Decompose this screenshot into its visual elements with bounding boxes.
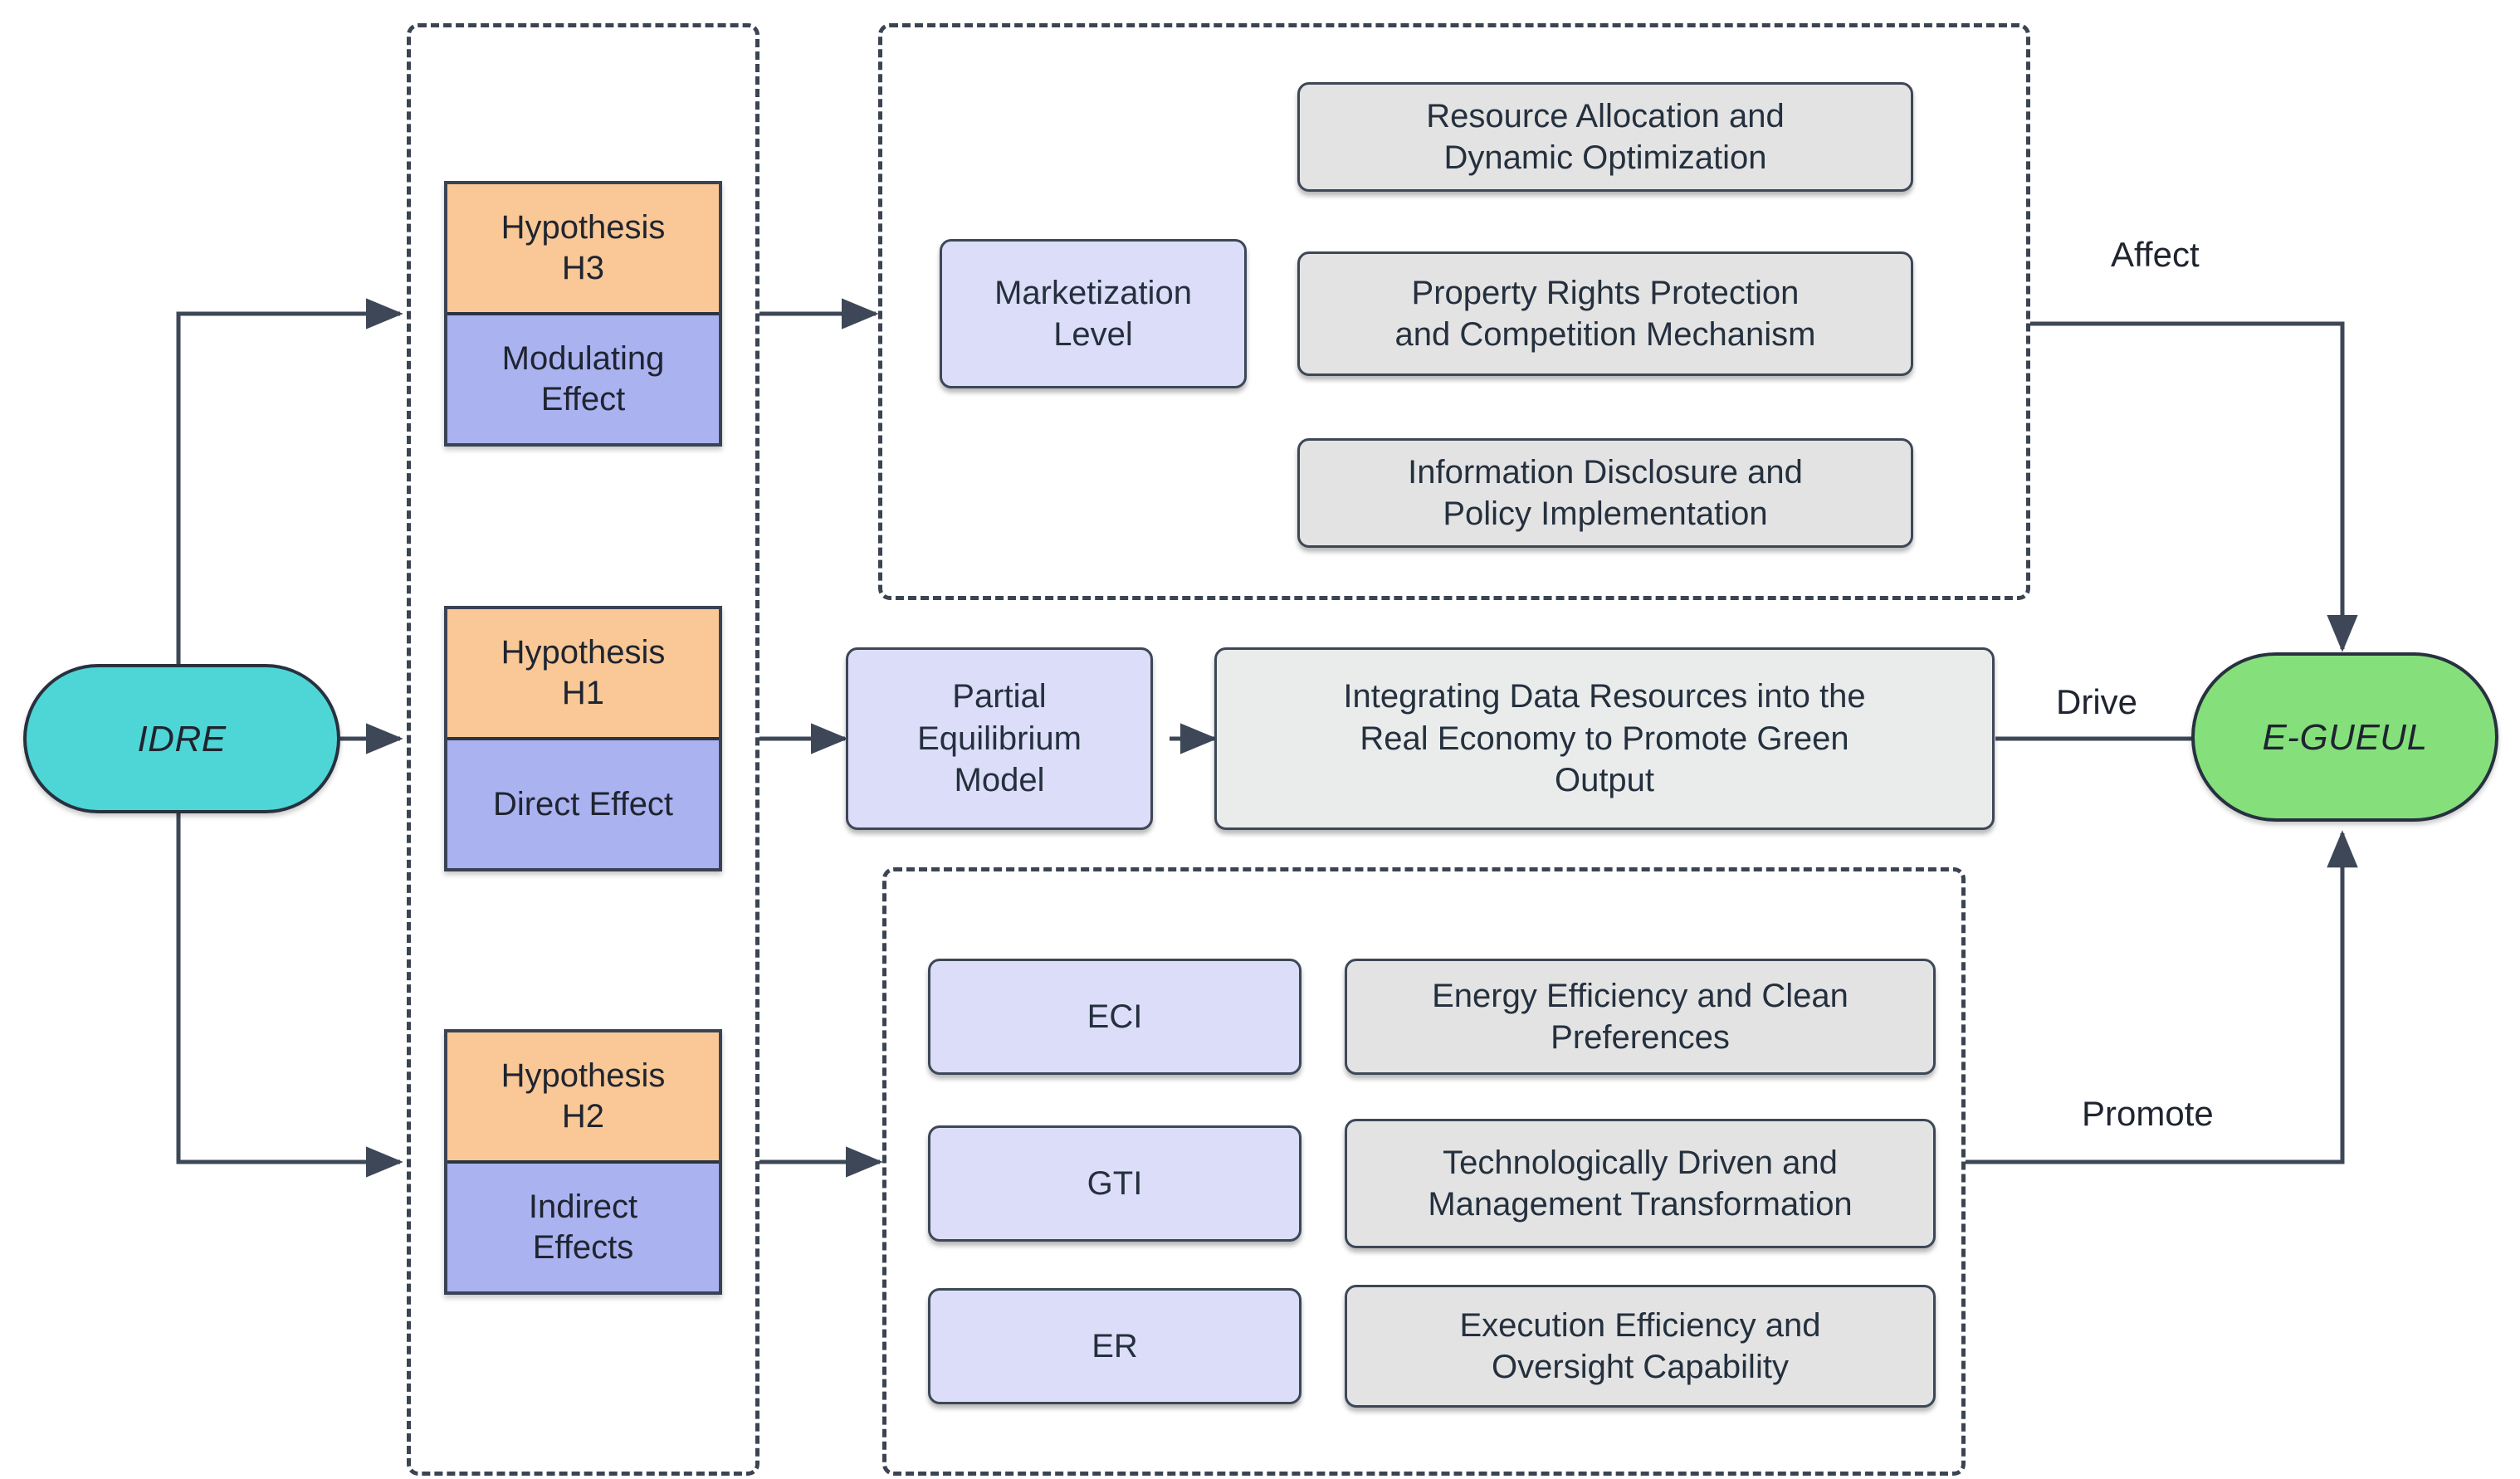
mediator-mechanism-gti[interactable]: Technologically Driven and Management Tr… xyxy=(1345,1119,1936,1248)
hypothesis-h3-title-line2: H3 xyxy=(561,250,605,286)
moderation-mechanism-2-line2: and Competition Mechanism xyxy=(1394,316,1816,353)
hypothesis-h1-title: Hypothesis H1 xyxy=(447,609,719,740)
hypothesis-h2-effect-line2: Effects xyxy=(532,1229,634,1266)
moderation-mechanism-3-line1: Information Disclosure and xyxy=(1408,453,1803,491)
target-node-label: E-GUEUL xyxy=(2262,716,2428,758)
mediator-gti-line1: Technologically Driven and xyxy=(1443,1144,1838,1181)
source-node-label: IDRE xyxy=(137,718,227,759)
mediator-eci-code: ECI xyxy=(1087,998,1143,1035)
hypothesis-h2-title-line1: Hypothesis xyxy=(501,1057,666,1095)
direct-model-node-partial-equilibrium[interactable]: Partial Equilibrium Model xyxy=(846,647,1153,830)
moderator-node-marketization-level[interactable]: Marketization Level xyxy=(940,239,1247,388)
mediator-node-gti[interactable]: GTI xyxy=(928,1125,1302,1242)
hypothesis-h2-effect-line1: Indirect xyxy=(528,1189,638,1226)
direct-outcome-node[interactable]: Integrating Data Resources into the Real… xyxy=(1214,647,1995,830)
hypothesis-h1-title-line1: Hypothesis xyxy=(501,634,666,671)
hypothesis-h3-effect-line2: Effect xyxy=(540,381,626,417)
mediator-gti-code: GTI xyxy=(1087,1164,1143,1202)
direct-outcome-line2: Real Economy to Promote Green xyxy=(1360,720,1849,757)
moderation-mechanism-1-line2: Dynamic Optimization xyxy=(1443,139,1767,176)
edge-label-drive: Drive xyxy=(2056,682,2138,721)
mediator-gti-line2: Management Transformation xyxy=(1428,1186,1853,1223)
moderation-mechanism-information-disclosure[interactable]: Information Disclosure and Policy Implem… xyxy=(1297,438,1913,548)
hypothesis-h3-title-line1: Hypothesis xyxy=(501,209,666,247)
mediator-mechanism-er[interactable]: Execution Efficiency and Oversight Capab… xyxy=(1345,1285,1936,1408)
hypothesis-node-h3[interactable]: Hypothesis H3 Modulating Effect xyxy=(444,181,722,447)
moderation-group xyxy=(878,23,2030,600)
mediator-er-code: ER xyxy=(1092,1327,1138,1364)
source-node-idre[interactable]: IDRE xyxy=(23,664,340,813)
edge-affect xyxy=(2030,321,2358,652)
hypothesis-h3-effect-line1: Modulating xyxy=(501,340,665,378)
mediator-er-line1: Execution Efficiency and xyxy=(1459,1306,1821,1344)
hypothesis-group xyxy=(407,23,759,1476)
moderator-label-line1: Marketization xyxy=(994,274,1192,311)
moderation-mechanism-2-line1: Property Rights Protection xyxy=(1411,274,1800,311)
mediation-group xyxy=(882,867,1966,1476)
moderation-mechanism-3-line2: Policy Implementation xyxy=(1443,495,1768,532)
hypothesis-h2-title: Hypothesis H2 xyxy=(447,1032,719,1164)
hypothesis-node-h1[interactable]: Hypothesis H1 Direct Effect xyxy=(444,606,722,871)
hypothesis-h3-title: Hypothesis H3 xyxy=(447,184,719,315)
hypothesis-h1-effect-line1: Direct Effect xyxy=(492,785,674,822)
target-node-egueul[interactable]: E-GUEUL xyxy=(2191,652,2498,822)
mediator-eci-line2: Preferences xyxy=(1551,1019,1730,1056)
moderation-mechanism-1-line1: Resource Allocation and xyxy=(1426,97,1785,134)
mediator-node-er[interactable]: ER xyxy=(928,1288,1302,1404)
hypothesis-h1-title-line2: H1 xyxy=(561,675,605,711)
hypothesis-h2-effect: Indirect Effects xyxy=(447,1164,719,1291)
hypothesis-h2-title-line2: H2 xyxy=(561,1098,605,1135)
mediator-node-eci[interactable]: ECI xyxy=(928,959,1302,1075)
direct-outcome-line1: Integrating Data Resources into the xyxy=(1343,678,1866,715)
direct-model-line2: Equilibrium xyxy=(917,720,1082,757)
moderator-label-line2: Level xyxy=(1053,316,1133,353)
edge-label-promote: Promote xyxy=(2082,1094,2214,1133)
mediator-mechanism-eci[interactable]: Energy Efficiency and Clean Preferences xyxy=(1345,959,1936,1075)
direct-model-line3: Model xyxy=(954,762,1045,799)
moderation-mechanism-resource-allocation[interactable]: Resource Allocation and Dynamic Optimiza… xyxy=(1297,82,1913,192)
hypothesis-h1-effect: Direct Effect xyxy=(447,740,719,868)
direct-model-line1: Partial xyxy=(952,678,1047,715)
mediator-er-line2: Oversight Capability xyxy=(1492,1349,1789,1385)
hypothesis-h3-effect: Modulating Effect xyxy=(447,315,719,443)
direct-outcome-line3: Output xyxy=(1554,762,1655,799)
hypothesis-node-h2[interactable]: Hypothesis H2 Indirect Effects xyxy=(444,1029,722,1295)
mediator-eci-line1: Energy Efficiency and Clean xyxy=(1432,977,1848,1014)
edge-label-affect: Affect xyxy=(2111,235,2200,274)
moderation-mechanism-property-rights[interactable]: Property Rights Protection and Competiti… xyxy=(1297,251,1913,376)
